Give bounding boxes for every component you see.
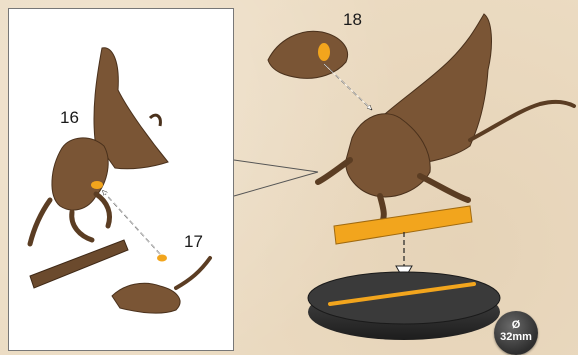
inset-part-17-claw [176,258,210,288]
inset-glue-spot-upper [91,181,103,189]
step-label-head: 18 [343,10,362,30]
main-tail [470,102,574,140]
size-badge-icon: Ø 32mm [494,311,538,355]
step-label-inset-lower: 17 [184,232,203,252]
main-model [268,14,574,340]
inset-glue-spot-lower [157,255,167,262]
callout-line-bottom [234,172,318,196]
inset-part-17 [112,283,180,313]
assembly-arrow-icon [324,64,370,108]
size-badge-symbol: Ø [494,320,538,331]
inset-model-parts [30,48,210,313]
callout-line-top [234,160,318,172]
inset-branch [30,240,128,288]
glue-plank [334,206,472,244]
glue-spot-head [318,43,330,61]
inset-hook [150,115,160,126]
size-badge-value: 32mm [494,331,538,344]
step-label-inset-upper: 16 [60,108,79,128]
round-base-top [308,272,500,324]
part-18-head [268,31,348,78]
